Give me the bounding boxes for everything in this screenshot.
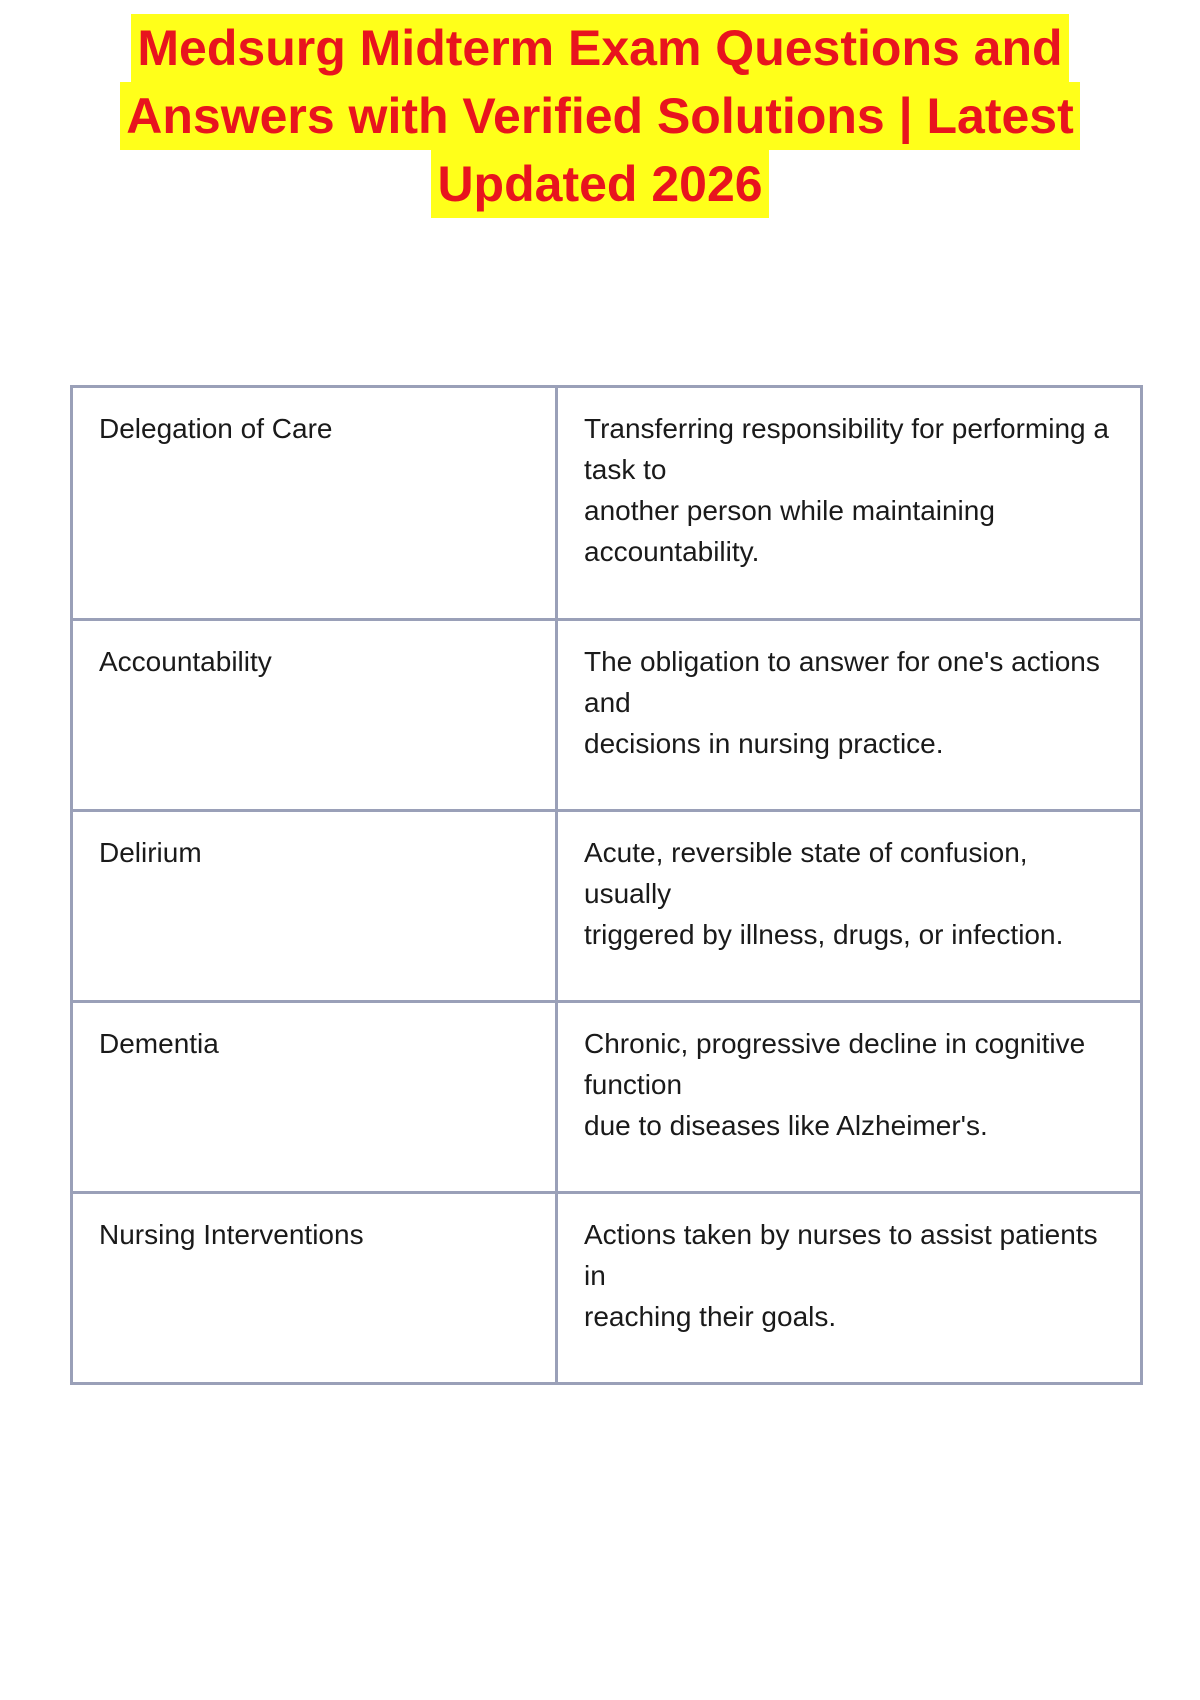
definition-line: decisions in nursing practice.: [584, 728, 944, 759]
title-line-2: Answers with Verified Solutions | Latest: [120, 82, 1080, 150]
term-cell: Nursing Interventions: [70, 1191, 558, 1385]
document-title: Medsurg Midterm Exam Questions and Answe…: [60, 14, 1140, 218]
definition-cell: Acute, reversible state of confusion, us…: [555, 809, 1143, 1003]
term-cell: Accountability: [70, 618, 558, 812]
definition-line: and: [584, 687, 631, 718]
title-line-1: Medsurg Midterm Exam Questions and: [131, 14, 1069, 82]
term-cell: Delegation of Care: [70, 385, 558, 621]
table-row: Delegation of Care Transferring responsi…: [70, 385, 1143, 621]
definition-cell: Transferring responsibility for performi…: [555, 385, 1143, 621]
table-row: Dementia Chronic, progressive decline in…: [70, 1000, 1143, 1194]
title-line-3: Updated 2026: [431, 150, 769, 218]
definition-line: task to: [584, 454, 667, 485]
definition-cell: The obligation to answer for one's actio…: [555, 618, 1143, 812]
definition-line: reaching their goals.: [584, 1301, 837, 1332]
definition-line: accountability.: [584, 536, 760, 567]
definition-line: in: [584, 1260, 606, 1291]
definition-line: Actions taken by nurses to assist patien…: [584, 1219, 1098, 1250]
definition-line: The obligation to answer for one's actio…: [584, 646, 1100, 677]
definition-line: triggered by illness, drugs, or infectio…: [584, 919, 1064, 950]
definition-line: usually: [584, 878, 672, 909]
qa-table: Delegation of Care Transferring responsi…: [70, 385, 1143, 1385]
term-cell: Delirium: [70, 809, 558, 1003]
definition-line: Chronic, progressive decline in cognitiv…: [584, 1028, 1086, 1059]
definition-line: Acute, reversible state of confusion,: [584, 837, 1028, 868]
definition-cell: Actions taken by nurses to assist patien…: [555, 1191, 1143, 1385]
definition-line: due to diseases like Alzheimer's.: [584, 1110, 988, 1141]
table-row: Nursing Interventions Actions taken by n…: [70, 1191, 1143, 1385]
table-row: Accountability The obligation to answer …: [70, 618, 1143, 812]
definition-line: Transferring responsibility for performi…: [584, 413, 1109, 444]
table-row: Delirium Acute, reversible state of conf…: [70, 809, 1143, 1003]
definition-line: another person while maintaining: [584, 495, 995, 526]
definition-cell: Chronic, progressive decline in cognitiv…: [555, 1000, 1143, 1194]
definition-line: function: [584, 1069, 683, 1100]
term-cell: Dementia: [70, 1000, 558, 1194]
